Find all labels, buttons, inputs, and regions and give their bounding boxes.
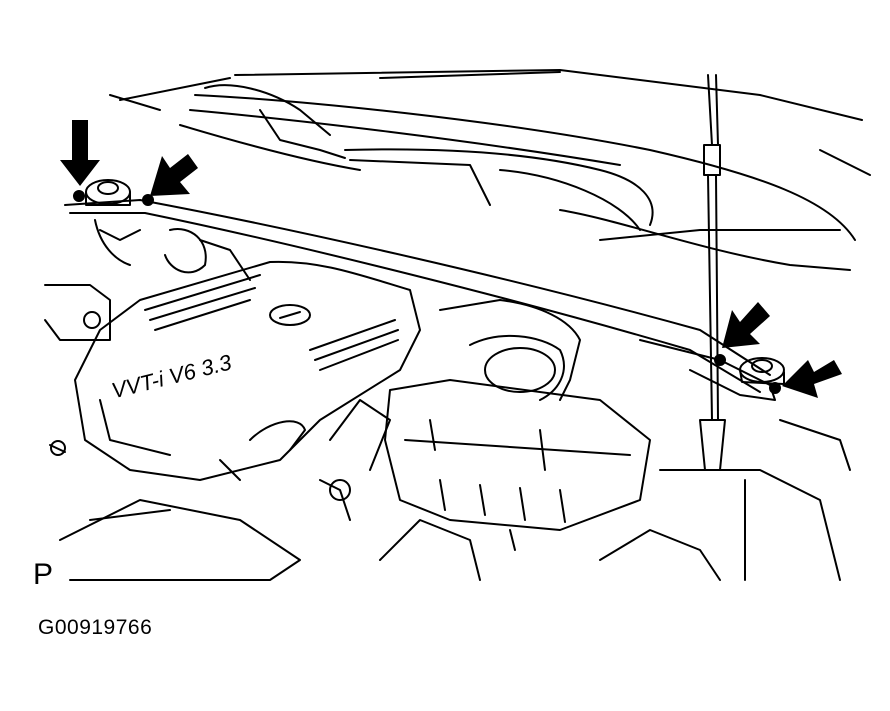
wiper-assembly bbox=[179, 84, 856, 271]
left-rear-nut-arrow bbox=[60, 120, 100, 186]
left-strut-mount bbox=[73, 179, 154, 266]
engine-cover bbox=[74, 260, 421, 481]
engine-cover-label: VVT-i V6 3.3 bbox=[109, 349, 235, 403]
right-rear-nut-arrow bbox=[722, 302, 770, 348]
hood-prop-rod bbox=[699, 74, 726, 471]
view-letter: P bbox=[33, 558, 54, 591]
hood-outline bbox=[109, 69, 871, 176]
lower-components bbox=[44, 228, 851, 581]
right-front-nut-arrow bbox=[782, 360, 842, 398]
air-cleaner-box bbox=[384, 299, 651, 531]
figure-code: G00919766 bbox=[38, 616, 153, 639]
left-front-nut-arrow bbox=[150, 154, 198, 196]
